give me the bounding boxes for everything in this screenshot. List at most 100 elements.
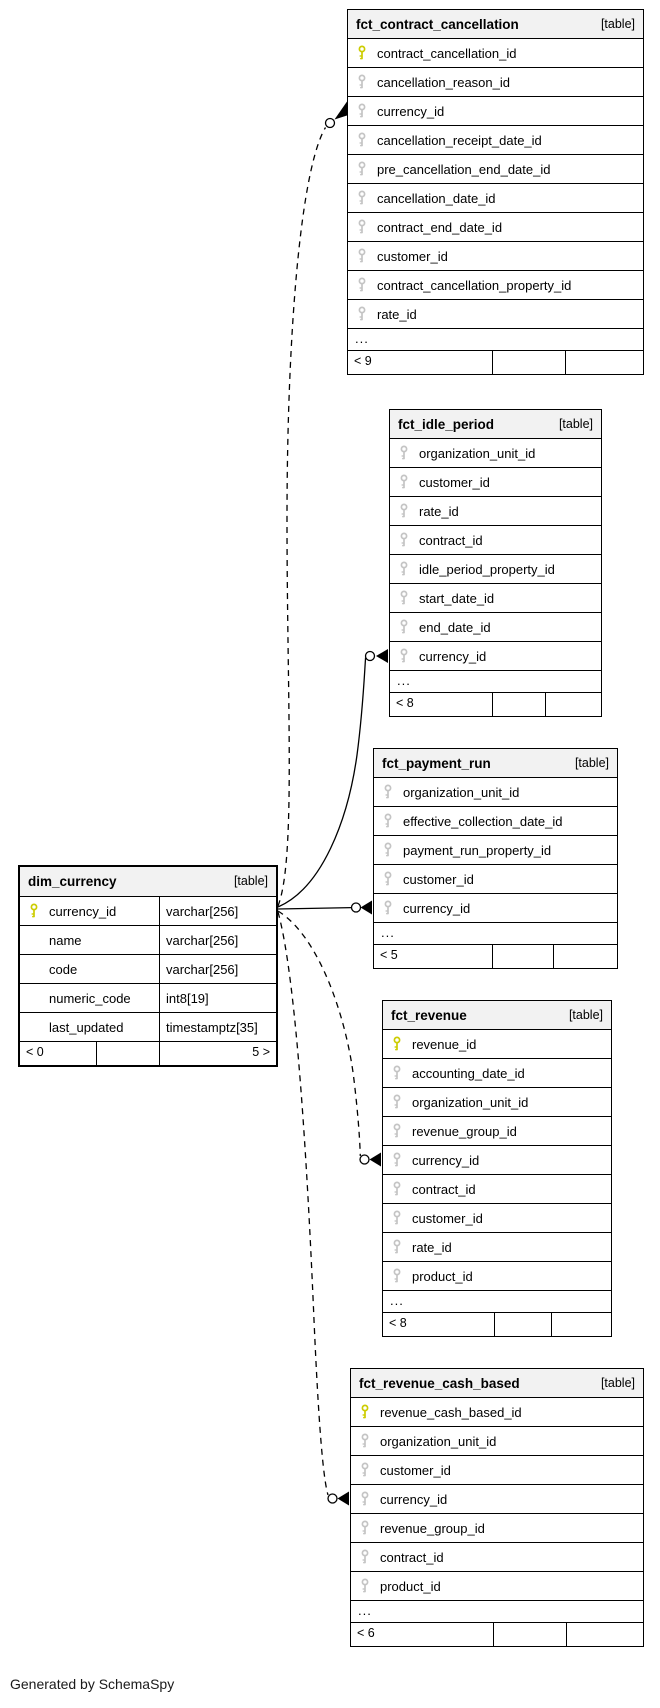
table-header[interactable]: fct_payment_run [table] bbox=[374, 749, 617, 778]
footer-right-cell bbox=[567, 1623, 643, 1646]
table-row: code varchar[256] bbox=[20, 955, 276, 984]
column-name: pre_cancellation_end_date_id bbox=[377, 161, 551, 177]
table-header[interactable]: fct_revenue [table] bbox=[383, 1001, 611, 1030]
footer-mid-cell bbox=[494, 1623, 568, 1646]
table-footer: < 8 bbox=[383, 1313, 611, 1336]
foreign-key-icon bbox=[391, 1268, 403, 1284]
table-row: payment_run_property_id bbox=[374, 836, 617, 865]
table-header[interactable]: fct_idle_period [table] bbox=[390, 410, 601, 439]
column-name: contract_cancellation_property_id bbox=[377, 277, 572, 293]
edge-dim_currency-to-fct_payment_run bbox=[277, 906, 352, 910]
table-row: name varchar[256] bbox=[20, 926, 276, 955]
table-fct_idle_period[interactable]: fct_idle_period [table] organization_uni… bbox=[389, 409, 602, 717]
column-name: revenue_id bbox=[412, 1036, 477, 1052]
column-name: customer_id bbox=[403, 871, 474, 887]
edge-crow-fct_idle_period bbox=[376, 649, 388, 663]
footer-children-count: < 9 bbox=[348, 351, 493, 374]
table-row: effective_collection_date_id bbox=[374, 807, 617, 836]
footer-children-count: < 8 bbox=[390, 693, 494, 716]
table-row: customer_id bbox=[351, 1456, 643, 1485]
table-dim_currency[interactable]: dim_currency [table] currency_id varchar… bbox=[18, 865, 278, 1067]
foreign-key-icon bbox=[382, 842, 394, 858]
table-row: contract_id bbox=[390, 526, 601, 555]
table-row: accounting_date_id bbox=[383, 1059, 611, 1088]
column-name: organization_unit_id bbox=[403, 784, 520, 800]
table-fct_revenue[interactable]: fct_revenue [table] revenue_id accountin… bbox=[382, 1000, 612, 1337]
foreign-key-icon bbox=[359, 1549, 371, 1565]
table-fct_contract_cancellation[interactable]: fct_contract_cancellation [table] contra… bbox=[347, 9, 644, 375]
table-header[interactable]: dim_currency [table] bbox=[20, 867, 276, 897]
column-name: organization_unit_id bbox=[419, 445, 536, 461]
foreign-key-icon bbox=[356, 190, 368, 206]
table-header[interactable]: fct_revenue_cash_based [table] bbox=[351, 1369, 643, 1398]
table-row: customer_id bbox=[348, 242, 643, 271]
column-name: currency_id bbox=[49, 903, 117, 919]
table-row: organization_unit_id bbox=[383, 1088, 611, 1117]
column-name: rate_id bbox=[377, 306, 417, 322]
foreign-key-icon bbox=[398, 590, 410, 606]
edge-crow-fct_payment_run bbox=[360, 900, 372, 915]
column-name: organization_unit_id bbox=[412, 1094, 529, 1110]
foreign-key-icon bbox=[356, 132, 368, 148]
table-fct_revenue_cash_based[interactable]: fct_revenue_cash_based [table] revenue_c… bbox=[350, 1368, 644, 1647]
table-row: currency_id bbox=[348, 97, 643, 126]
foreign-key-icon bbox=[391, 1123, 403, 1139]
foreign-key-icon bbox=[398, 619, 410, 635]
foreign-key-icon bbox=[382, 871, 394, 887]
column-name: product_id bbox=[412, 1268, 473, 1284]
primary-key-icon bbox=[391, 1036, 403, 1052]
table-fct_payment_run[interactable]: fct_payment_run [table] organization_uni… bbox=[373, 748, 618, 969]
footer-children-count: 5 > bbox=[252, 1045, 270, 1059]
table-footer: < 9 bbox=[348, 351, 643, 374]
foreign-key-icon bbox=[382, 813, 394, 829]
footer-mid-cell bbox=[495, 1313, 552, 1336]
footer-children-count: < 5 bbox=[374, 945, 494, 968]
table-row: pre_cancellation_end_date_id bbox=[348, 155, 643, 184]
table-row: contract_end_date_id bbox=[348, 213, 643, 242]
foreign-key-icon bbox=[359, 1491, 371, 1507]
table-title: fct_contract_cancellation bbox=[356, 16, 519, 32]
table-row: currency_id bbox=[390, 642, 601, 671]
foreign-key-icon bbox=[356, 219, 368, 235]
column-name: revenue_group_id bbox=[412, 1123, 517, 1139]
more-columns-ellipsis: ... bbox=[374, 923, 617, 945]
table-row: currency_id bbox=[374, 894, 617, 923]
table-row: product_id bbox=[351, 1572, 643, 1601]
column-name: revenue_cash_based_id bbox=[380, 1404, 522, 1420]
foreign-key-icon bbox=[398, 445, 410, 461]
column-name: cancellation_date_id bbox=[377, 190, 496, 206]
column-name: contract_end_date_id bbox=[377, 219, 503, 235]
table-header[interactable]: fct_contract_cancellation [table] bbox=[348, 10, 643, 39]
column-name: idle_period_property_id bbox=[419, 561, 555, 577]
edge-odot-fct_idle_period bbox=[364, 650, 376, 662]
column-name: name bbox=[49, 932, 82, 948]
table-row: customer_id bbox=[374, 865, 617, 894]
table-footer: < 5 bbox=[374, 945, 617, 968]
table-title: fct_revenue_cash_based bbox=[359, 1375, 520, 1391]
primary-key-icon bbox=[28, 903, 40, 919]
foreign-key-icon bbox=[398, 561, 410, 577]
edge-odot-fct_revenue_cash_based bbox=[327, 1493, 338, 1504]
table-row: organization_unit_id bbox=[351, 1427, 643, 1456]
column-name: cancellation_reason_id bbox=[377, 74, 510, 90]
column-name: start_date_id bbox=[419, 590, 495, 606]
foreign-key-icon bbox=[398, 532, 410, 548]
column-type: varchar[256] bbox=[166, 961, 239, 977]
column-type: int8[19] bbox=[166, 990, 209, 1006]
column-name: contract_id bbox=[380, 1549, 444, 1565]
foreign-key-icon bbox=[359, 1520, 371, 1536]
foreign-key-icon bbox=[356, 306, 368, 322]
table-row: contract_cancellation_id bbox=[348, 39, 643, 68]
table-badge: [table] bbox=[574, 755, 609, 770]
more-columns-ellipsis: ... bbox=[351, 1601, 643, 1623]
table-badge: [table] bbox=[233, 874, 268, 888]
column-type: varchar[256] bbox=[166, 903, 239, 919]
column-name: customer_id bbox=[380, 1462, 451, 1478]
table-row: idle_period_property_id bbox=[390, 555, 601, 584]
column-type: varchar[256] bbox=[166, 932, 239, 948]
table-footer: < 0 5 > bbox=[20, 1042, 276, 1065]
foreign-key-icon bbox=[398, 648, 410, 664]
generated-by-credit: Generated by SchemaSpy bbox=[10, 1676, 175, 1692]
table-badge: [table] bbox=[600, 1375, 635, 1390]
footer-mid-cell bbox=[97, 1042, 160, 1065]
